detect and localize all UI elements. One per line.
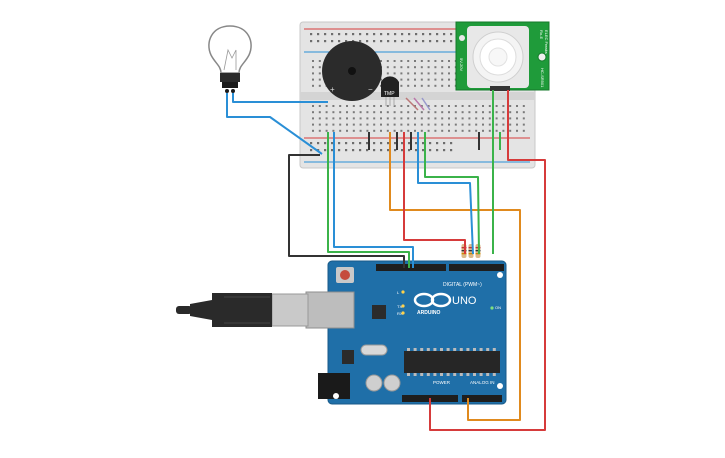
pir-side-label: Ro-E [539, 30, 544, 39]
tmp-legs [405, 97, 431, 111]
arduino-logo-icon [413, 292, 452, 308]
wire-red-2 [429, 159, 546, 431]
pir-voltage-label: 5V-20V [459, 58, 464, 71]
usb-cable [176, 293, 309, 327]
wire-green-left-1 [327, 132, 410, 268]
on-led-label: ON [495, 305, 501, 310]
wires[interactable] [226, 90, 546, 431]
piezo-buzzer[interactable]: + − [322, 41, 382, 101]
analog-header[interactable] [462, 395, 502, 402]
wire-ground [288, 154, 405, 268]
digital-header-right[interactable] [449, 264, 504, 271]
buzzer-plus-label: + [330, 85, 335, 94]
arduino-brand-label: ARDUINO [417, 310, 440, 316]
usb-port [305, 291, 355, 329]
pir-model-label: HC-SR501 [540, 68, 545, 88]
wire-green-left-2 [333, 132, 414, 268]
wire-pir-red [507, 90, 520, 161]
wire-red-1 [403, 132, 466, 254]
wire-green-pin [424, 132, 480, 255]
analog-in-label: ANALOG IN [470, 380, 495, 385]
uno-model-label: UNO [452, 295, 477, 307]
rx-label: RX [397, 311, 403, 316]
temperature-sensor[interactable]: TMP [381, 76, 399, 106]
light-bulb-icon[interactable] [208, 25, 252, 93]
buzzer-minus-label: − [368, 85, 373, 94]
tmp-label: TMP [384, 91, 395, 97]
reset-button[interactable] [340, 270, 350, 280]
wire-orange [389, 132, 521, 421]
digital-pwm-label: DIGITAL (PWM~) [443, 282, 482, 288]
atmega-chip [404, 351, 500, 373]
pir-brand-label: ELEC Freaks [544, 30, 549, 54]
tx-label: TX [397, 304, 402, 309]
arduino-uno-board[interactable]: UNO ARDUINO DIGITAL (PWM~) POWER ANALOG … [305, 260, 507, 405]
digital-header-left[interactable] [376, 264, 446, 271]
l-led-label: L [397, 290, 400, 295]
breadboard-stubs [368, 132, 501, 150]
wire-bulb-2 [232, 93, 328, 103]
wire-blue-pin [417, 132, 474, 255]
wire-bulb-1 [226, 93, 323, 155]
power-label: POWER [433, 380, 451, 385]
pir-sensor[interactable]: ELEC Freaks Ro-E HC-SR501 5V-20V [455, 21, 550, 91]
chip-pins [407, 348, 496, 376]
